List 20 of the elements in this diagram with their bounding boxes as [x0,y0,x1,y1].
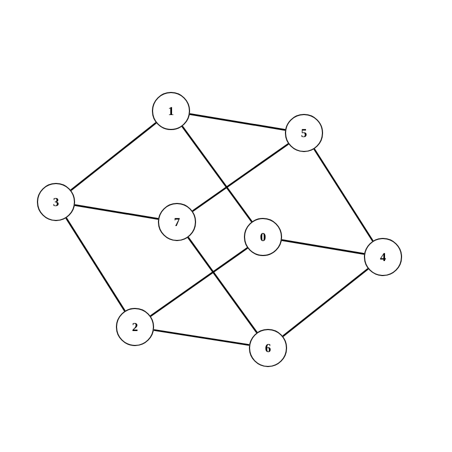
edge-line [150,247,248,317]
graph-node: 5 [285,114,323,152]
graph-node: 3 [37,183,75,221]
graph-node: 7 [158,203,196,241]
edge-line [190,113,286,131]
edge-line [154,329,250,346]
graph-node: 4 [364,238,402,276]
graph-node: 6 [249,329,287,367]
edge-line [70,122,157,191]
edge-line [314,148,374,242]
edge-line [282,239,364,255]
edge-line [74,204,158,220]
edge-line [182,126,252,222]
graph-node: 1 [152,92,190,130]
edge-line [66,218,126,312]
edge-line [282,268,369,337]
graph-node: 0 [244,218,282,256]
graph-node: 2 [116,308,154,346]
edge-line [192,143,289,212]
edge-line [187,236,258,334]
